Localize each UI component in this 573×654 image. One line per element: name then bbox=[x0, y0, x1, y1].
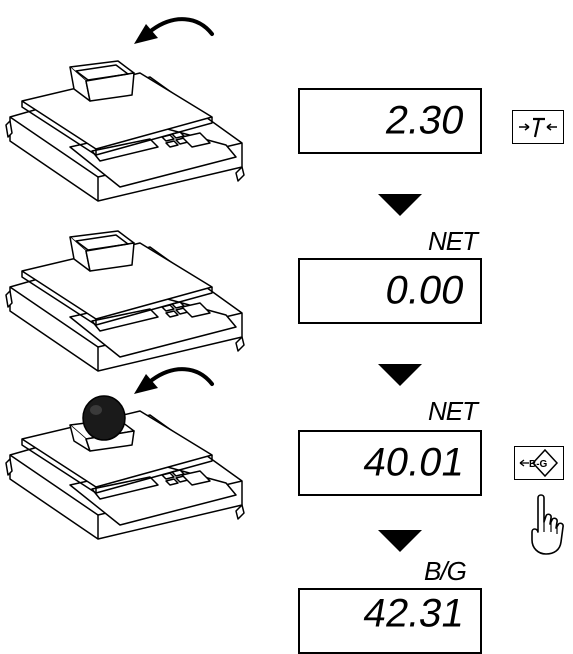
hand-press-icon bbox=[531, 494, 564, 555]
weight-display-2: 0.00 bbox=[298, 258, 482, 324]
weight-display-1: 2.30 bbox=[298, 88, 482, 154]
curved-arrow-icon bbox=[134, 17, 214, 44]
down-arrow-icon bbox=[378, 530, 422, 552]
display-label: B/G bbox=[424, 556, 467, 586]
tare-key-icon bbox=[519, 117, 557, 138]
weight-display-4: 42.31 bbox=[298, 588, 482, 654]
curved-arrow-icon bbox=[134, 367, 214, 394]
gross-net-button[interactable]: B-G bbox=[514, 446, 564, 480]
gross-net-key-icon: B-G bbox=[519, 448, 559, 478]
weighing-scale-icon bbox=[5, 395, 245, 540]
container-icon bbox=[69, 60, 135, 102]
tare-button[interactable] bbox=[512, 110, 564, 144]
down-arrow-icon bbox=[378, 194, 422, 216]
display-label: NET bbox=[428, 396, 478, 426]
gross-net-key-label: B-G bbox=[529, 459, 548, 470]
weight-ball-icon bbox=[82, 395, 126, 441]
display-value: 42.31 bbox=[360, 591, 468, 636]
container-icon bbox=[69, 230, 135, 272]
display-value: 40.01 bbox=[360, 440, 468, 485]
weighing-scale-icon bbox=[5, 60, 245, 202]
down-arrow-icon bbox=[378, 364, 422, 386]
display-value: 0.00 bbox=[382, 268, 468, 313]
weighing-scale-icon bbox=[5, 230, 245, 372]
display-value: 2.30 bbox=[382, 98, 468, 143]
display-label: NET bbox=[428, 226, 478, 256]
weight-display-3: 40.01 bbox=[298, 430, 482, 496]
